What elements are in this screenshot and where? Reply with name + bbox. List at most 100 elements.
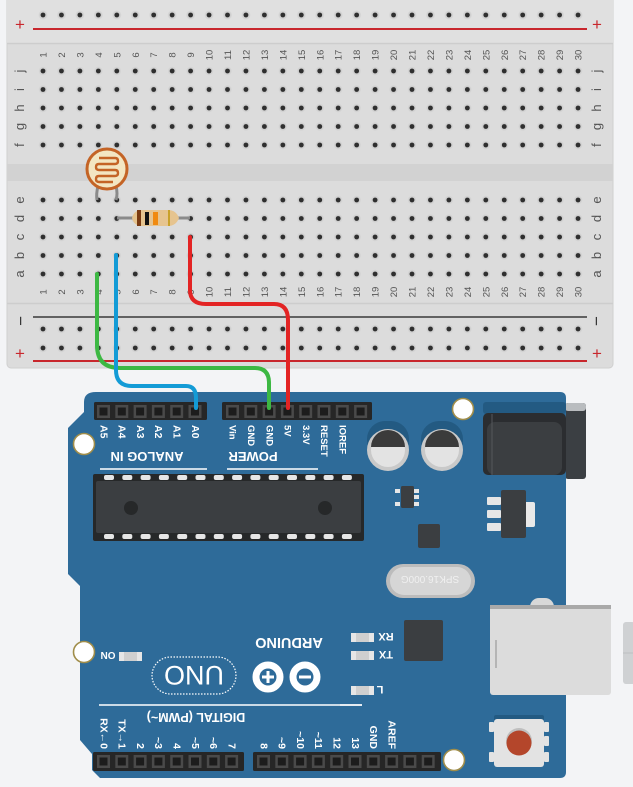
breadboard-hole[interactable] xyxy=(112,232,122,242)
breadboard-hole[interactable] xyxy=(204,269,214,279)
breadboard-hole[interactable] xyxy=(278,103,288,113)
breadboard-hole[interactable] xyxy=(75,10,85,20)
breadboard-hole[interactable] xyxy=(130,269,140,279)
header-pin[interactable] xyxy=(385,755,399,768)
breadboard-hole[interactable] xyxy=(388,250,399,261)
breadboard-hole[interactable] xyxy=(333,213,343,224)
breadboard-hole[interactable] xyxy=(444,343,454,353)
breadboard-hole[interactable] xyxy=(407,103,417,113)
breadboard-hole[interactable] xyxy=(186,10,196,20)
breadboard-hole[interactable] xyxy=(130,250,140,261)
breadboard-hole[interactable] xyxy=(93,103,103,113)
breadboard-hole[interactable] xyxy=(167,103,177,113)
breadboard-hole[interactable] xyxy=(499,103,509,113)
breadboard-hole[interactable] xyxy=(481,250,491,261)
breadboard-hole[interactable] xyxy=(296,343,306,353)
breadboard-hole[interactable] xyxy=(56,140,67,150)
breadboard-hole[interactable] xyxy=(186,103,196,113)
breadboard-hole[interactable] xyxy=(93,250,103,261)
header-pin[interactable] xyxy=(115,755,129,768)
breadboard-hole[interactable] xyxy=(112,84,122,95)
breadboard-hole[interactable] xyxy=(444,195,454,205)
breadboard-hole[interactable] xyxy=(241,103,251,113)
breadboard-hole[interactable] xyxy=(425,140,436,150)
breadboard-hole[interactable] xyxy=(425,343,436,353)
breadboard-hole[interactable] xyxy=(296,84,306,95)
breadboard-hole[interactable] xyxy=(278,140,288,150)
breadboard-hole[interactable] xyxy=(222,195,233,205)
breadboard-hole[interactable] xyxy=(499,84,509,95)
breadboard-hole[interactable] xyxy=(204,84,214,95)
breadboard-hole[interactable] xyxy=(56,269,67,279)
breadboard-hole[interactable] xyxy=(167,121,177,132)
breadboard-hole[interactable] xyxy=(462,324,472,334)
breadboard-hole[interactable] xyxy=(75,103,85,113)
header-pin[interactable] xyxy=(299,405,313,418)
breadboard-hole[interactable] xyxy=(149,121,159,132)
breadboard-hole[interactable] xyxy=(555,324,565,334)
header-pin[interactable] xyxy=(262,405,276,418)
breadboard-hole[interactable] xyxy=(425,232,436,242)
breadboard-hole[interactable] xyxy=(425,250,436,261)
breadboard-hole[interactable] xyxy=(204,213,214,224)
breadboard-hole[interactable] xyxy=(481,103,491,113)
breadboard-hole[interactable] xyxy=(222,232,233,242)
breadboard-hole[interactable] xyxy=(407,269,417,279)
breadboard-hole[interactable] xyxy=(425,213,436,224)
breadboard-hole[interactable] xyxy=(573,66,583,76)
breadboard-hole[interactable] xyxy=(536,140,546,150)
breadboard-hole[interactable] xyxy=(444,250,454,261)
breadboard-hole[interactable] xyxy=(241,66,251,76)
breadboard-hole[interactable] xyxy=(444,66,454,76)
breadboard-hole[interactable] xyxy=(333,269,343,279)
breadboard-hole[interactable] xyxy=(296,232,306,242)
breadboard-hole[interactable] xyxy=(555,250,565,261)
breadboard-hole[interactable] xyxy=(259,140,269,150)
breadboard-hole[interactable] xyxy=(333,140,343,150)
breadboard-hole[interactable] xyxy=(222,121,233,132)
breadboard-hole[interactable] xyxy=(333,324,343,334)
breadboard-hole[interactable] xyxy=(204,324,214,334)
breadboard-hole[interactable] xyxy=(425,324,436,334)
breadboard-hole[interactable] xyxy=(222,103,233,113)
breadboard-hole[interactable] xyxy=(222,213,233,224)
breadboard-hole[interactable] xyxy=(75,250,85,261)
breadboard-hole[interactable] xyxy=(425,195,436,205)
breadboard-hole[interactable] xyxy=(518,140,528,150)
breadboard-hole[interactable] xyxy=(75,343,85,353)
breadboard-hole[interactable] xyxy=(75,140,85,150)
breadboard-hole[interactable] xyxy=(259,269,269,279)
breadboard-hole[interactable] xyxy=(536,213,546,224)
breadboard-hole[interactable] xyxy=(462,269,472,279)
breadboard-hole[interactable] xyxy=(425,103,436,113)
breadboard-hole[interactable] xyxy=(130,84,140,95)
breadboard-hole[interactable] xyxy=(38,343,48,353)
breadboard-hole[interactable] xyxy=(462,103,472,113)
breadboard-hole[interactable] xyxy=(462,84,472,95)
breadboard-hole[interactable] xyxy=(407,121,417,132)
breadboard-hole[interactable] xyxy=(278,343,288,353)
breadboard-hole[interactable] xyxy=(222,269,233,279)
breadboard-hole[interactable] xyxy=(352,269,362,279)
breadboard-hole[interactable] xyxy=(536,324,546,334)
breadboard-hole[interactable] xyxy=(444,10,454,20)
breadboard-hole[interactable] xyxy=(518,10,528,20)
header-pin[interactable] xyxy=(403,755,417,768)
breadboard-hole[interactable] xyxy=(296,10,306,20)
breadboard-hole[interactable] xyxy=(407,250,417,261)
header-pin[interactable] xyxy=(226,405,239,418)
breadboard-hole[interactable] xyxy=(481,66,491,76)
breadboard-hole[interactable] xyxy=(499,121,509,132)
breadboard-hole[interactable] xyxy=(536,103,546,113)
breadboard-hole[interactable] xyxy=(407,10,417,20)
breadboard-hole[interactable] xyxy=(241,343,251,353)
blue-wire[interactable] xyxy=(114,253,198,410)
breadboard-hole[interactable] xyxy=(278,250,288,261)
breadboard-hole[interactable] xyxy=(38,324,48,334)
breadboard-hole[interactable] xyxy=(204,343,214,353)
breadboard-hole[interactable] xyxy=(407,213,417,224)
breadboard-hole[interactable] xyxy=(518,84,528,95)
breadboard-hole[interactable] xyxy=(278,84,288,95)
breadboard-hole[interactable] xyxy=(518,250,528,261)
breadboard-hole[interactable] xyxy=(56,213,67,224)
